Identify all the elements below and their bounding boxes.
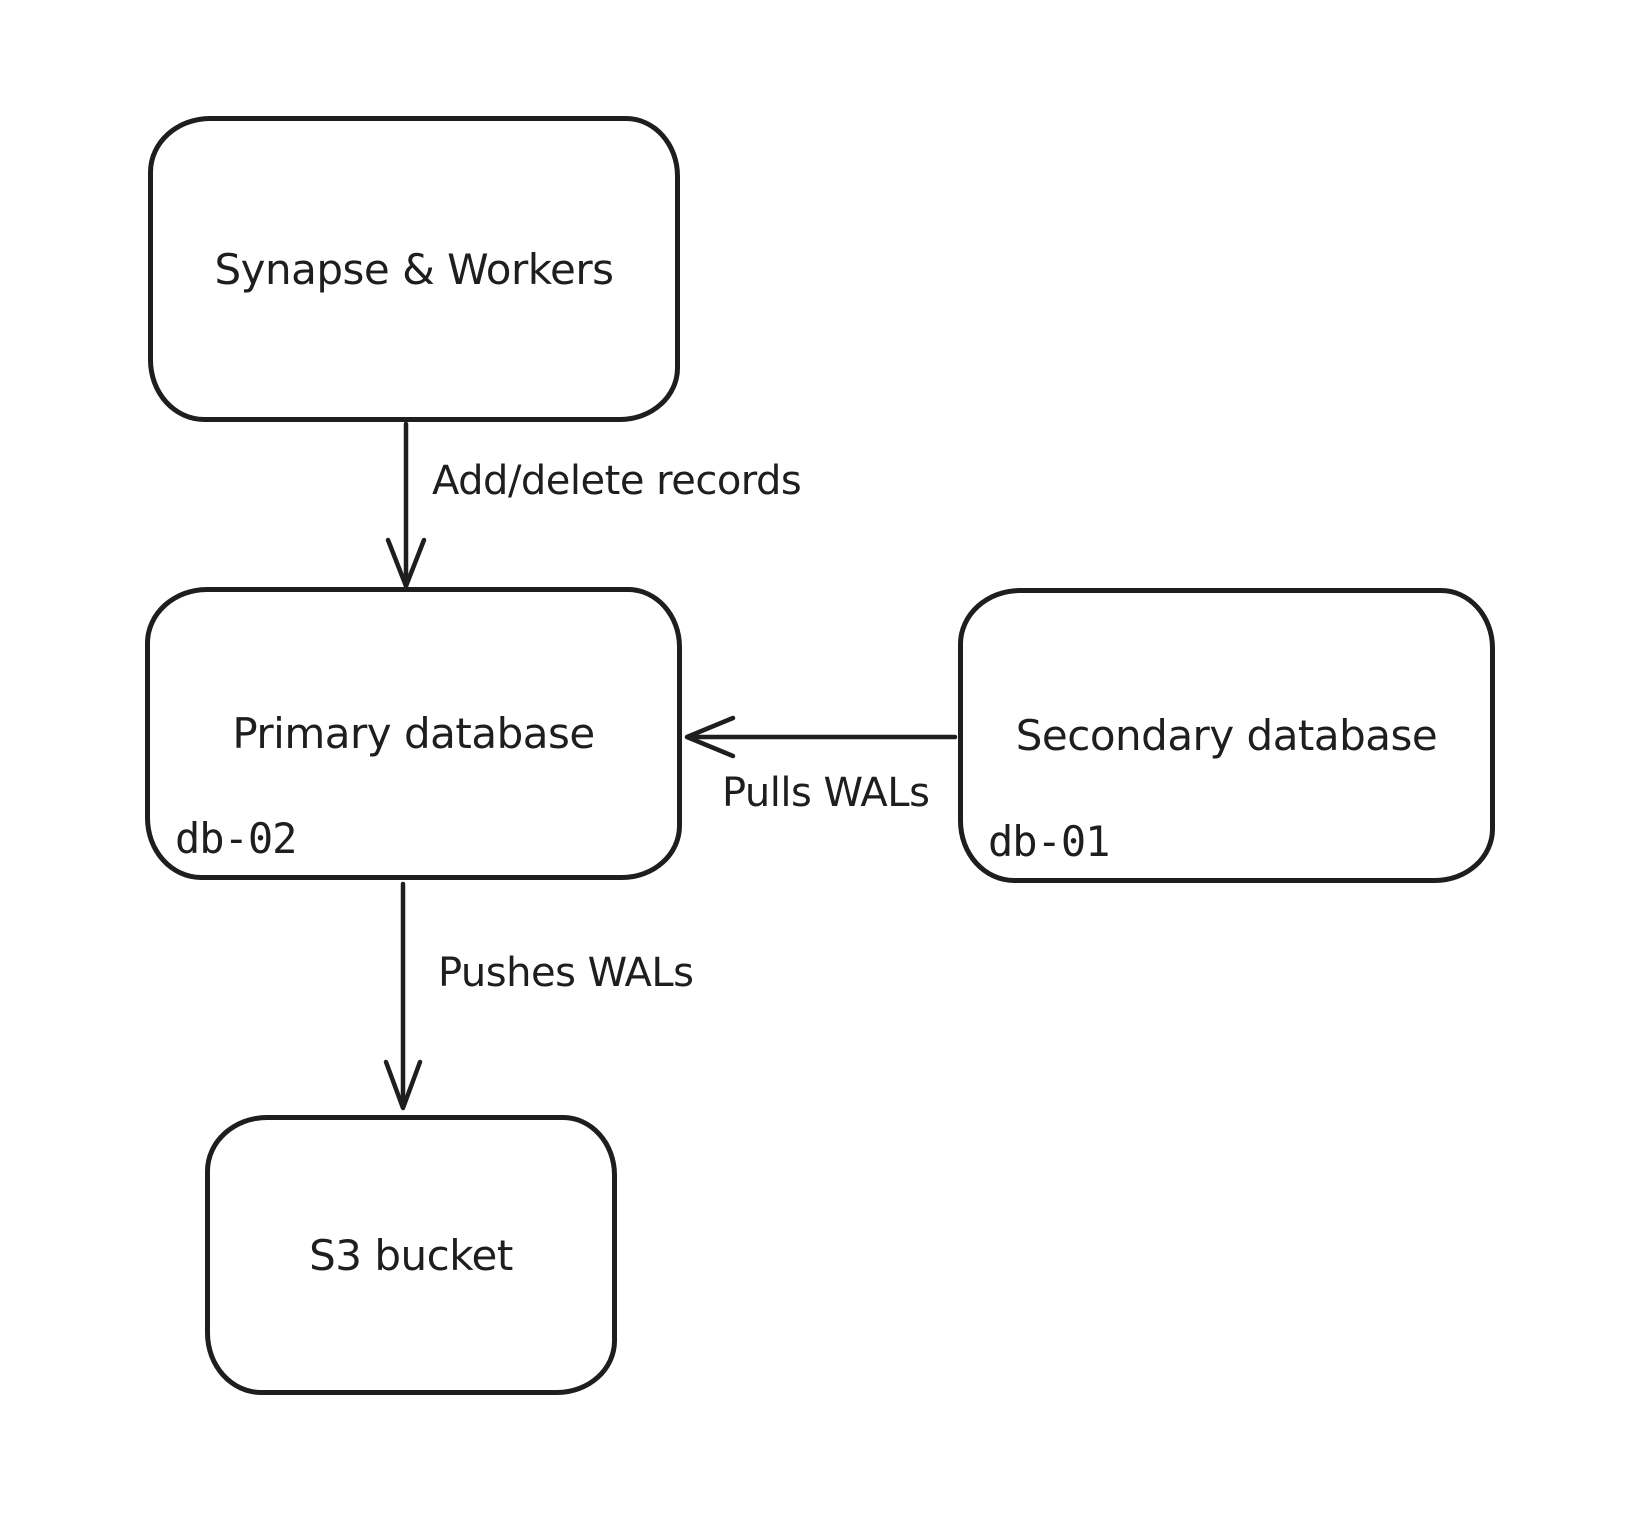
node-synapse-workers-label: Synapse & Workers xyxy=(214,244,614,294)
arrow-pushes-wals xyxy=(383,881,423,1111)
edge-label-pulls-wals: Pulls WALs xyxy=(722,770,930,816)
node-primary-database-label: Primary database xyxy=(232,709,595,758)
arrow-pulls-wals xyxy=(684,715,958,759)
edge-label-pushes-wals: Pushes WALs xyxy=(438,950,694,996)
node-secondary-database-label: Secondary database xyxy=(1015,711,1438,760)
node-primary-database-hostname: db-02 xyxy=(175,814,297,863)
node-secondary-database-hostname: db-01 xyxy=(988,817,1110,866)
node-s3-bucket: S3 bucket xyxy=(205,1115,617,1395)
node-primary-database: Primary database db-02 xyxy=(145,587,682,880)
node-s3-bucket-label: S3 bucket xyxy=(309,1230,513,1280)
arrow-add-delete-records xyxy=(385,421,427,589)
node-secondary-database: Secondary database db-01 xyxy=(958,588,1495,883)
edge-label-add-delete-records: Add/delete records xyxy=(432,458,802,504)
node-synapse-workers: Synapse & Workers xyxy=(148,116,680,422)
